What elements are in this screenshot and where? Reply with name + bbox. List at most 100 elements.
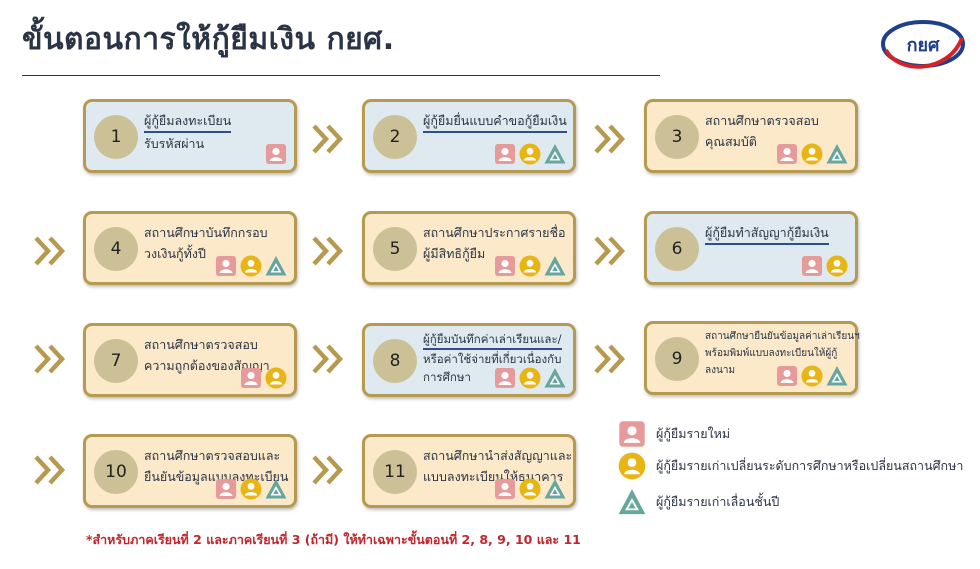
double-chevron-arrow-icon <box>312 236 344 266</box>
step-text-line: สถานศึกษาตรวจสอบ <box>144 337 258 352</box>
step-text-line: สถานศึกษานำส่งสัญญาและ <box>423 448 573 463</box>
step-number: 3 <box>655 115 699 159</box>
double-chevron-arrow-icon <box>312 124 344 154</box>
new-borrower-icon <box>777 366 797 386</box>
step-text-line: สถานศึกษาบันทึกกรอบ <box>144 225 268 240</box>
continuing-borrower-icon <box>826 144 848 164</box>
title-divider <box>22 75 660 76</box>
step-text-line: ผู้กู้ยืมทำสัญญากู้ยืมเงิน <box>705 222 829 245</box>
change-level-borrower-icon <box>240 478 262 500</box>
step-text-line: ความถูกต้องของสัญญา <box>144 358 270 373</box>
step-card-2: 2 ผู้กู้ยืมยื่นแบบคำขอกู้ยืมเงิน <box>362 99 576 173</box>
continuing-borrower-icon <box>265 479 287 499</box>
step-card-8: 8 ผู้กู้ยืมบันทึกค่าเล่าเรียนและ/หรือค่าใ… <box>362 323 576 397</box>
logo-text: กยศ <box>907 35 940 56</box>
new-borrower-icon <box>495 144 515 164</box>
double-chevron-arrow-icon <box>312 344 344 374</box>
step-text-line: ผู้มีสิทธิกู้ยืม <box>423 246 486 261</box>
new-borrower-icon <box>802 256 822 276</box>
step-text-line: ลงนาม <box>705 365 736 376</box>
applicable-borrower-icons <box>240 367 287 389</box>
new-borrower-icon <box>266 144 286 164</box>
new-borrower-icon <box>495 256 515 276</box>
step-text-line: สถานศึกษาตรวจสอบ <box>705 113 819 128</box>
change-level-borrower-icon <box>801 365 823 387</box>
step-number: 4 <box>94 227 138 271</box>
step-text-line: พร้อมพิมพ์แบบลงทะเบียนให้ผู้กู้ <box>705 348 838 359</box>
legend-label: ผู้กู้ยืมรายเก่าเปลี่ยนระดับการศึกษาหรือ… <box>656 458 964 473</box>
step-text-line: สถานศึกษายืนยันข้อมูลค่าเล่าเรียนฯ <box>705 331 860 342</box>
step-text-line: ผู้กู้ยืมลงทะเบียน <box>144 110 232 133</box>
step-number: 6 <box>655 227 699 271</box>
step-number: 2 <box>373 115 417 159</box>
change-level-borrower-icon <box>519 255 541 277</box>
continuing-borrower-icon <box>618 489 646 515</box>
step-card-9: 9 สถานศึกษายืนยันข้อมูลค่าเล่าเรียนฯพร้อม… <box>644 321 860 395</box>
step-text-line: รับรหัสผ่าน <box>144 136 205 151</box>
change-level-borrower-icon <box>519 478 541 500</box>
step-card-3: 3 สถานศึกษาตรวจสอบคุณสมบัติ <box>644 99 858 173</box>
new-borrower-icon <box>495 368 515 388</box>
step-text-line: สถานศึกษาตรวจสอบและ <box>144 448 281 463</box>
continuing-borrower-icon <box>544 256 566 276</box>
new-borrower-icon <box>619 421 645 447</box>
double-chevron-arrow-icon <box>312 455 344 485</box>
continuing-borrower-icon <box>544 479 566 499</box>
continuing-borrower-icon <box>265 256 287 276</box>
new-borrower-icon <box>241 368 261 388</box>
applicable-borrower-icons <box>265 143 287 165</box>
continuing-borrower-icon <box>544 144 566 164</box>
step-card-7: 7 สถานศึกษาตรวจสอบความถูกต้องของสัญญา <box>83 323 297 397</box>
step-text-line: ผู้กู้ยืมบันทึกค่าเล่าเรียนและ/ <box>423 330 562 350</box>
double-chevron-arrow-icon <box>594 124 626 154</box>
step-number: 7 <box>94 339 138 383</box>
step-number: 5 <box>373 227 417 271</box>
double-chevron-arrow-icon <box>34 236 66 266</box>
legend-item-new: ผู้กู้ยืมรายใหม่ <box>618 420 730 448</box>
step-card-6: 6 ผู้กู้ยืมทำสัญญากู้ยืมเงิน <box>644 211 858 285</box>
step-text-line: การศึกษา <box>423 370 471 384</box>
new-borrower-icon <box>777 144 797 164</box>
step-card-5: 5 สถานศึกษาประกาศรายชื่อผู้มีสิทธิกู้ยืม <box>362 211 576 285</box>
change-level-borrower-icon <box>519 367 541 389</box>
continuing-borrower-icon <box>826 366 848 386</box>
change-level-borrower-icon <box>240 255 262 277</box>
double-chevron-arrow-icon <box>594 236 626 266</box>
applicable-borrower-icons <box>494 255 566 277</box>
change-level-borrower-icon <box>265 367 287 389</box>
double-chevron-arrow-icon <box>34 344 66 374</box>
footnote: *สำหรับภาคเรียนที่ 2 และภาคเรียนที่ 3 (ถ… <box>86 532 581 547</box>
step-text-line: สถานศึกษาประกาศรายชื่อ <box>423 225 566 240</box>
new-borrower-icon <box>495 479 515 499</box>
applicable-borrower-icons <box>776 143 848 165</box>
double-chevron-arrow-icon <box>34 455 66 485</box>
change-level-borrower-icon <box>519 143 541 165</box>
step-text-line: หรือค่าใช้จ่ายที่เกี่ยวเนื่องกับ <box>423 352 562 366</box>
step-card-4: 4 สถานศึกษาบันทึกกรอบวงเงินกู้ทั้งปี <box>83 211 297 285</box>
applicable-borrower-icons <box>494 143 566 165</box>
applicable-borrower-icons <box>776 365 848 387</box>
page-title: ขั้นตอนการให้กู้ยืมเงิน กยศ. <box>22 22 395 57</box>
step-number: 9 <box>655 337 699 381</box>
applicable-borrower-icons <box>215 478 287 500</box>
legend-label: ผู้กู้ยืมรายใหม่ <box>656 426 731 441</box>
step-number: 8 <box>373 339 417 383</box>
legend-item-change: ผู้กู้ยืมรายเก่าเปลี่ยนระดับการศึกษาหรือ… <box>618 452 963 480</box>
step-number: 11 <box>373 450 417 494</box>
step-text-line: ผู้กู้ยืมยื่นแบบคำขอกู้ยืมเงิน <box>423 110 567 133</box>
legend-item-continue: ผู้กู้ยืมรายเก่าเลื่อนชั้นปี <box>618 488 779 516</box>
applicable-borrower-icons <box>494 367 566 389</box>
legend-label: ผู้กู้ยืมรายเก่าเลื่อนชั้นปี <box>656 494 780 509</box>
double-chevron-arrow-icon <box>594 344 626 374</box>
continuing-borrower-icon <box>544 368 566 388</box>
change-level-borrower-icon <box>618 452 646 480</box>
step-text-line: คุณสมบัติ <box>705 134 757 149</box>
change-level-borrower-icon <box>801 143 823 165</box>
new-borrower-icon <box>216 256 236 276</box>
step-text-line: วงเงินกู้ทั้งปี <box>144 246 206 261</box>
applicable-borrower-icons <box>215 255 287 277</box>
applicable-borrower-icons <box>494 478 566 500</box>
